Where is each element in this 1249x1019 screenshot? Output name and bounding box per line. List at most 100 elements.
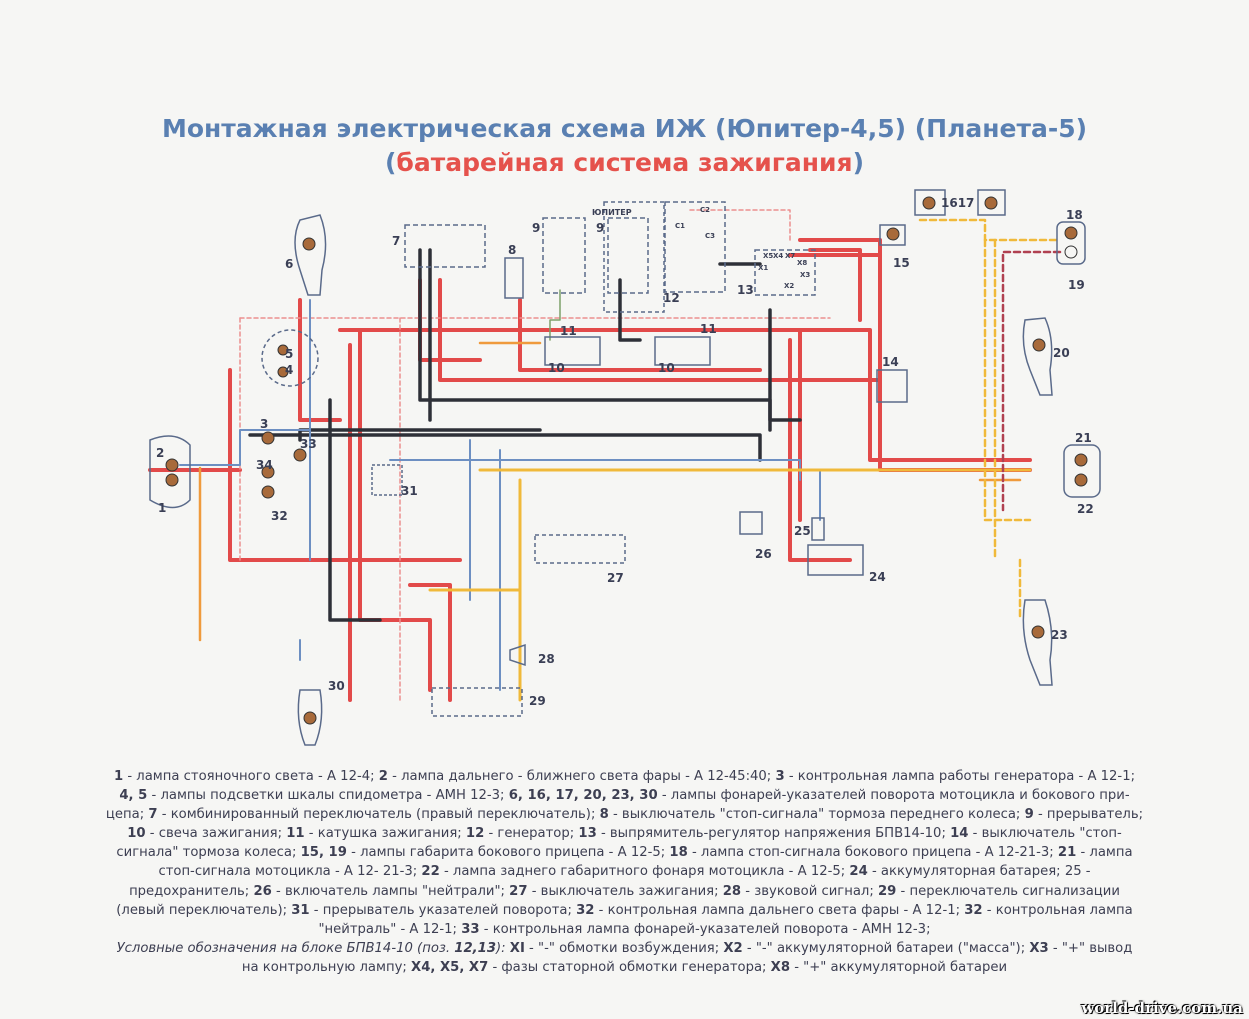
yellow-dashed-wires [918,218,1062,622]
label-10b: 10 [658,361,675,375]
legend-item-number: 26 [253,883,272,899]
blue-wires [179,299,821,691]
wires [148,209,1062,702]
legend-item-text: - переключатель сигнализации [896,883,1120,899]
legend-line: 10 - свеча зажигания; 11 - катушка зажиг… [0,824,1249,843]
legend-line: "нейтраль" - А 12-1; 33 - контрольная ла… [0,920,1249,939]
label-jupiter: ЮПИТЕР [592,208,632,217]
legend-item-number: 7 [148,807,158,823]
label-10a: 10 [548,361,565,375]
terminal-x5: X5 [763,252,773,260]
terminal-x8: X8 [797,259,807,267]
terminal-x2: X2 [784,282,794,290]
label-1: 1 [158,501,166,515]
label-21: 21 [1075,431,1092,445]
terminal-c1: C1 [675,222,685,230]
legend-item-number: 28 [722,883,742,899]
legend-item-text: - лампа [1076,845,1133,861]
legend-item-number: 32 [964,902,983,918]
terminal-x7: X7 [785,252,795,260]
legend-item-text: - лампы габарита бокового прицепа - А 12… [346,845,670,861]
legend-item-number: 13 [578,826,597,842]
breaker-9b [607,217,649,294]
label-26: 26 [755,547,772,561]
headlight [149,435,191,509]
legend-item-text: цепа; [105,807,149,823]
label-19: 19 [1068,278,1085,292]
lamp-17-housing [977,189,1006,216]
label-15: 15 [893,256,910,270]
label-3: 3 [260,417,268,431]
label-8: 8 [508,243,516,257]
label-23: 23 [1051,628,1068,642]
legend-item-number: 27 [509,883,528,899]
legend-item-number: 4, 5 [119,788,148,804]
legend-item-number: 29 [877,883,897,899]
legend: 1 - лампа стояночного света - А 12-4; 2 … [0,767,1249,977]
turn-breaker-31 [371,464,403,496]
legend-item-number: 6, 16, 17, 20, 23, 30 [508,788,658,804]
legend-item-text: - контрольная лампа фонарей-указателей п… [479,921,931,937]
green-wires [549,289,561,341]
legend-line: стоп-сигнала мотоцикла - А 12- 21-3; 22 … [0,862,1249,881]
label-34: 34 [256,458,273,472]
diagram-subtitle: (батарейная система зажигания) [0,148,1249,177]
legend-line: цепа; 7 - комбинированный переключатель … [0,805,1249,824]
label-28: 28 [538,652,555,666]
turn-lamp-30 [297,689,323,746]
label-22: 22 [1077,502,1094,516]
legend-item-text: - звуковой сигнал; [741,883,878,899]
legend-item-number: X4, X5, X7 [411,959,489,975]
legend-item-text: - лампа стояночного света - А 12-4; [123,769,379,784]
label-7: 7 [392,234,400,248]
legend-item-text: - лампы фонарей-указателей поворота мото… [657,788,1130,804]
sidecar-rear-lamp [1056,221,1086,265]
legend-item-text: - выключатель зажигания; [527,883,723,899]
black-wires [248,248,802,622]
neutral-switch-26 [739,511,763,535]
diagram-title: Монтажная электрическая схема ИЖ (Юпитер… [161,114,1088,143]
legend-item-number: 8 [599,807,609,823]
legend-item-number: 12,13 [454,940,496,956]
legend-item-number: 24 [849,864,868,880]
terminal-c3: C3 [705,232,715,240]
label-11a: 11 [560,324,577,338]
fuse-25 [811,517,825,541]
label-30: 30 [328,679,345,693]
components [149,189,1101,746]
legend-item-text: - "+" аккумуляторной батареи [790,959,1008,975]
label-18: 18 [1066,208,1083,222]
subtitle-ignition-system: батарейная система зажигания [396,148,853,177]
battery-24 [807,544,864,576]
terminal-x3: X3 [800,271,810,279]
legend-item-number: XI [509,940,525,956]
legend-item-text: - "+" вывод [1048,940,1133,956]
legend-item-number: 22 [421,864,440,880]
legend-item-number: 31 [291,902,310,918]
legend-item-number: 32 [576,902,595,918]
label-2: 2 [156,446,164,460]
label-9a: 9 [532,221,540,235]
lamp-15-housing [879,224,906,246]
legend-item-text: - лампа стоп-сигнала бокового прицепа - … [687,845,1058,861]
regulator-13 [754,249,816,296]
component-labels: 1 2 3 4 5 6 7 8 9 9 10 10 11 11 12 13 14… [156,196,1094,708]
label-5: 5 [285,347,293,361]
label-20: 20 [1053,346,1070,360]
generator-12 [664,201,726,293]
ignition-switch-27 [534,534,626,564]
label-24: 24 [869,570,886,584]
speedometer [261,329,319,387]
legend-line: 1 - лампа стояночного света - А 12-4; 2 … [0,767,1249,786]
rear-light [1063,444,1101,498]
legend-item-number: X2 [723,940,743,956]
legend-item-text: - контрольная лампа дальнего света фары … [594,902,965,918]
legend-line: 4, 5 - лампы подсветки шкалы спидометра … [0,786,1249,805]
legend-item-text: - прерыватель; [1033,807,1144,823]
label-25: 25 [794,524,811,538]
watermark: world-drive.com.ua [1081,999,1243,1017]
legend-item-text: - лампа заднего габаритного фонаря мотоц… [439,864,850,880]
legend-line: (левый переключатель); 31 - прерыватель … [0,901,1249,920]
legend-item-text: Условные обозначения на блоке БПВ14-10 (… [116,940,455,956]
